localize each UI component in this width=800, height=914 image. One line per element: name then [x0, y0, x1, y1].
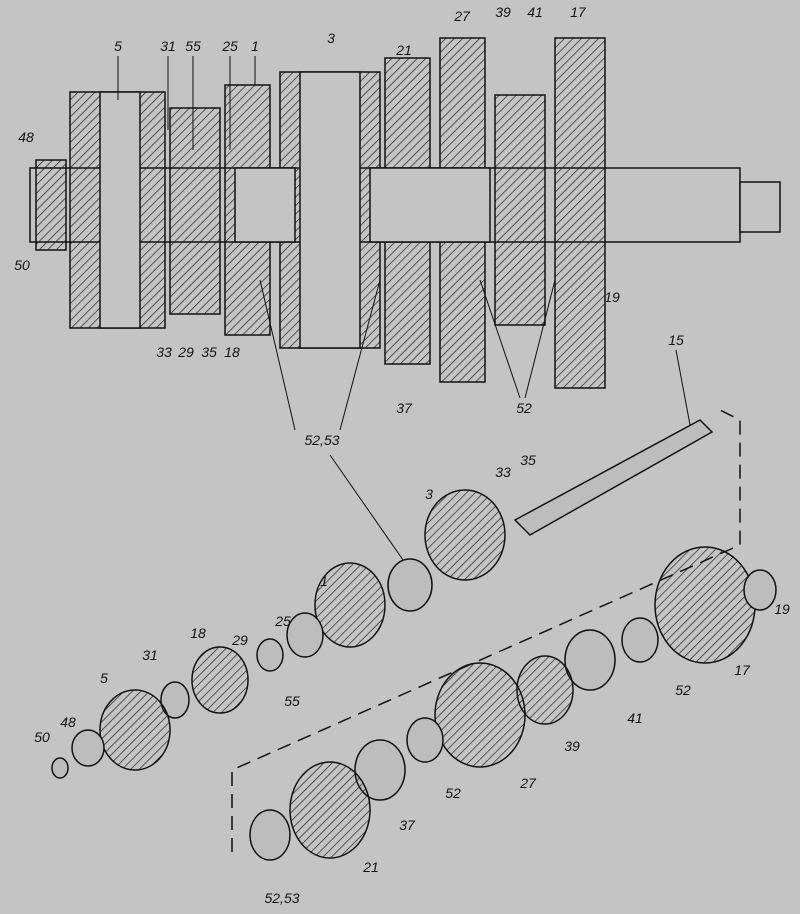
label-3: 3: [327, 30, 335, 46]
label-19: 19: [604, 289, 620, 305]
label-39: 39: [564, 738, 580, 754]
label-27: 27: [520, 775, 536, 791]
label-35: 35: [520, 452, 536, 468]
label-1: 1: [320, 573, 328, 589]
label-39: 39: [495, 4, 511, 20]
label-3: 3: [425, 486, 433, 502]
label-37: 37: [399, 817, 415, 833]
label-17: 17: [734, 662, 750, 678]
label-33: 33: [156, 344, 172, 360]
label-25: 25: [275, 613, 291, 629]
exploded-view: [51, 409, 777, 861]
label-37: 37: [396, 400, 412, 416]
label-17: 17: [570, 4, 586, 20]
label-33: 33: [495, 464, 511, 480]
label-52: 52: [445, 785, 461, 801]
label-29: 29: [178, 344, 194, 360]
label-31: 31: [160, 38, 176, 54]
label-52: 52: [675, 682, 691, 698]
label-18: 18: [224, 344, 240, 360]
label-50: 50: [14, 257, 30, 273]
leader-lines: [117, 56, 691, 571]
label-21: 21: [363, 859, 379, 875]
label-41: 41: [527, 4, 543, 20]
label-35: 35: [201, 344, 217, 360]
label-50: 50: [34, 729, 50, 745]
label-48: 48: [18, 129, 34, 145]
label-19: 19: [774, 601, 790, 617]
label-55: 55: [185, 38, 201, 54]
label-29: 29: [232, 632, 248, 648]
label-18: 18: [190, 625, 206, 641]
input-shaft: [513, 419, 714, 536]
label-31: 31: [142, 647, 158, 663]
cross-section-view: [29, 37, 781, 389]
label-55: 55: [284, 693, 300, 709]
label-41: 41: [627, 710, 643, 726]
label-21: 21: [396, 42, 412, 58]
label-1: 1: [251, 38, 259, 54]
label-27: 27: [454, 8, 470, 24]
label-5: 5: [114, 38, 122, 54]
label-25: 25: [222, 38, 238, 54]
label-52-53: 52,53: [304, 432, 340, 448]
label-15: 15: [668, 332, 684, 348]
label-52: 52: [516, 400, 532, 416]
label-52-53: 52,53: [264, 890, 300, 906]
label-5: 5: [100, 670, 108, 686]
label-48: 48: [60, 714, 76, 730]
